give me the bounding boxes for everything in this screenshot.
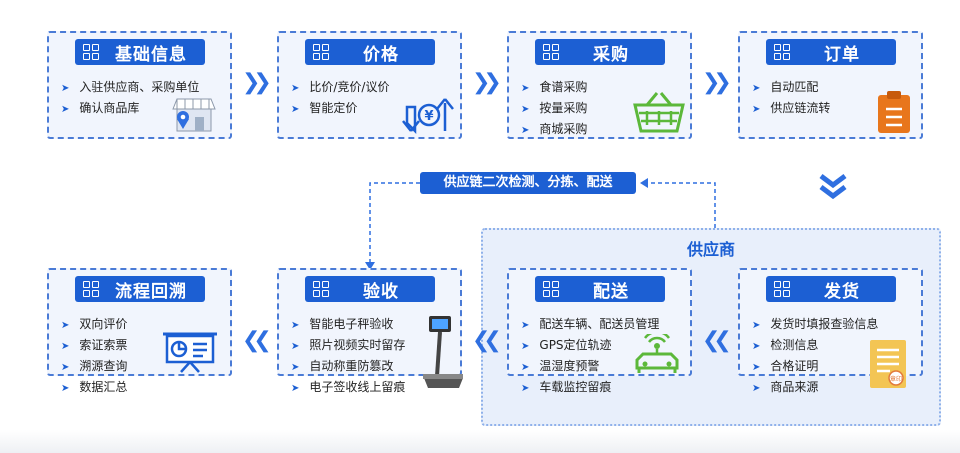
scale-icon — [423, 316, 463, 388]
box-ship: 发货 ➤发货时填报查验信息 ➤检测信息 ➤合格证明 ➤商品来源 章印 — [738, 268, 923, 394]
box-title: 采购 — [593, 44, 629, 65]
grid-icon — [543, 44, 559, 60]
box-header: 订单 — [766, 39, 896, 65]
list-item: ➤发货时填报查验信息 — [752, 317, 879, 331]
clipboard-icon — [878, 91, 910, 133]
grid-icon — [313, 281, 329, 297]
box-header: 配送 — [535, 276, 665, 302]
list-item: ➤照片视频实时留存 — [291, 338, 406, 352]
box-purchase: 采购 ➤食谱采购 ➤按量采购 ➤商城采购 — [507, 31, 692, 139]
box-title: 订单 — [824, 44, 860, 65]
svg-text:¥: ¥ — [424, 109, 433, 124]
price-arrows-icon: ¥ — [402, 98, 454, 135]
box-header: 流程回溯 — [75, 276, 205, 302]
list-item: ➤车载监控留痕 — [521, 380, 612, 394]
chevron-left-icon: ❮❮ — [242, 328, 272, 353]
list-item: ➤商城采购 — [521, 122, 588, 136]
list-item: ➤按量采购 — [521, 101, 588, 115]
list-item: ➤商品来源 — [752, 380, 819, 394]
supplier-label: 供应商 — [686, 240, 735, 259]
grid-icon — [83, 281, 99, 297]
grid-icon — [83, 44, 99, 60]
vehicle-gps-icon — [635, 334, 679, 373]
list-item: ➤比价/竞价/议价 — [291, 80, 390, 94]
box-order: 订单 ➤自动匹配 ➤供应链流转 — [738, 31, 923, 139]
box-header: 基础信息 — [75, 39, 205, 65]
document-icon: 章印 — [870, 340, 906, 388]
list-item: ➤自动匹配 — [752, 80, 819, 94]
list-item: ➤食谱采购 — [521, 80, 588, 94]
box-title: 基础信息 — [115, 44, 187, 65]
list-item: ➤双向评价 — [61, 317, 128, 331]
box-delivery: 配送 ➤配送车辆、配送员管理 ➤GPS定位轨迹 ➤温湿度预警 ➤车载监控留痕 — [507, 268, 692, 394]
list-item: ➤确认商品库 — [61, 101, 140, 115]
chevron-left-icon: ❮❮ — [702, 328, 732, 353]
list-item: ➤数据汇总 — [61, 380, 128, 394]
box-title: 配送 — [593, 281, 629, 302]
box-header: 验收 — [305, 276, 435, 302]
list-item: ➤智能电子秤验收 — [291, 317, 394, 331]
list-item: ➤智能定价 — [291, 101, 358, 115]
box-basic-info: 基础信息 ➤入驻供应商、采购单位 ➤确认商品库 — [47, 31, 232, 139]
box-accept: 验收 ➤智能电子秤验收 ➤照片视频实时留存 ➤自动称重防篡改 ➤电子签收线上留痕 — [277, 268, 463, 394]
list-item: ➤配送车辆、配送员管理 — [521, 317, 660, 331]
list-item: ➤GPS定位轨迹 — [521, 338, 612, 352]
grid-icon — [313, 44, 329, 60]
list-item: ➤供应链流转 — [752, 101, 831, 115]
box-title: 流程回溯 — [115, 281, 187, 302]
inspection-label: 供应链二次检测、分拣、配送 — [420, 172, 636, 194]
shop-icon — [172, 98, 216, 132]
presentation-icon — [163, 332, 217, 373]
box-title: 价格 — [363, 44, 399, 65]
box-header: 价格 — [305, 39, 435, 65]
box-title: 验收 — [363, 281, 399, 302]
box-header: 发货 — [766, 276, 896, 302]
grid-icon — [774, 44, 790, 60]
list-item: ➤电子签收线上留痕 — [291, 380, 406, 394]
bottom-shadow — [0, 430, 960, 453]
box-header: 采购 — [535, 39, 665, 65]
stamp-text: 章印 — [890, 375, 902, 383]
list-item: ➤温湿度预警 — [521, 359, 600, 373]
grid-icon — [774, 281, 790, 297]
list-item: ➤溯源查询 — [61, 359, 128, 373]
list-item: ➤入驻供应商、采购单位 — [61, 80, 200, 94]
grid-icon — [543, 281, 559, 297]
box-trace: 流程回溯 ➤双向评价 ➤索证索票 ➤溯源查询 ➤数据汇总 — [47, 268, 232, 394]
chevron-left-icon: ❮❮ — [472, 328, 502, 353]
chevron-down-icon — [819, 174, 847, 200]
basket-icon — [633, 92, 685, 133]
list-item: ➤自动称重防篡改 — [291, 359, 394, 373]
list-item: ➤索证索票 — [61, 338, 128, 352]
list-item: ➤检测信息 — [752, 338, 819, 352]
box-price: 价格 ➤比价/竞价/议价 ➤智能定价 ¥ — [277, 31, 462, 139]
box-title: 发货 — [824, 281, 860, 302]
list-item: ➤合格证明 — [752, 359, 819, 373]
